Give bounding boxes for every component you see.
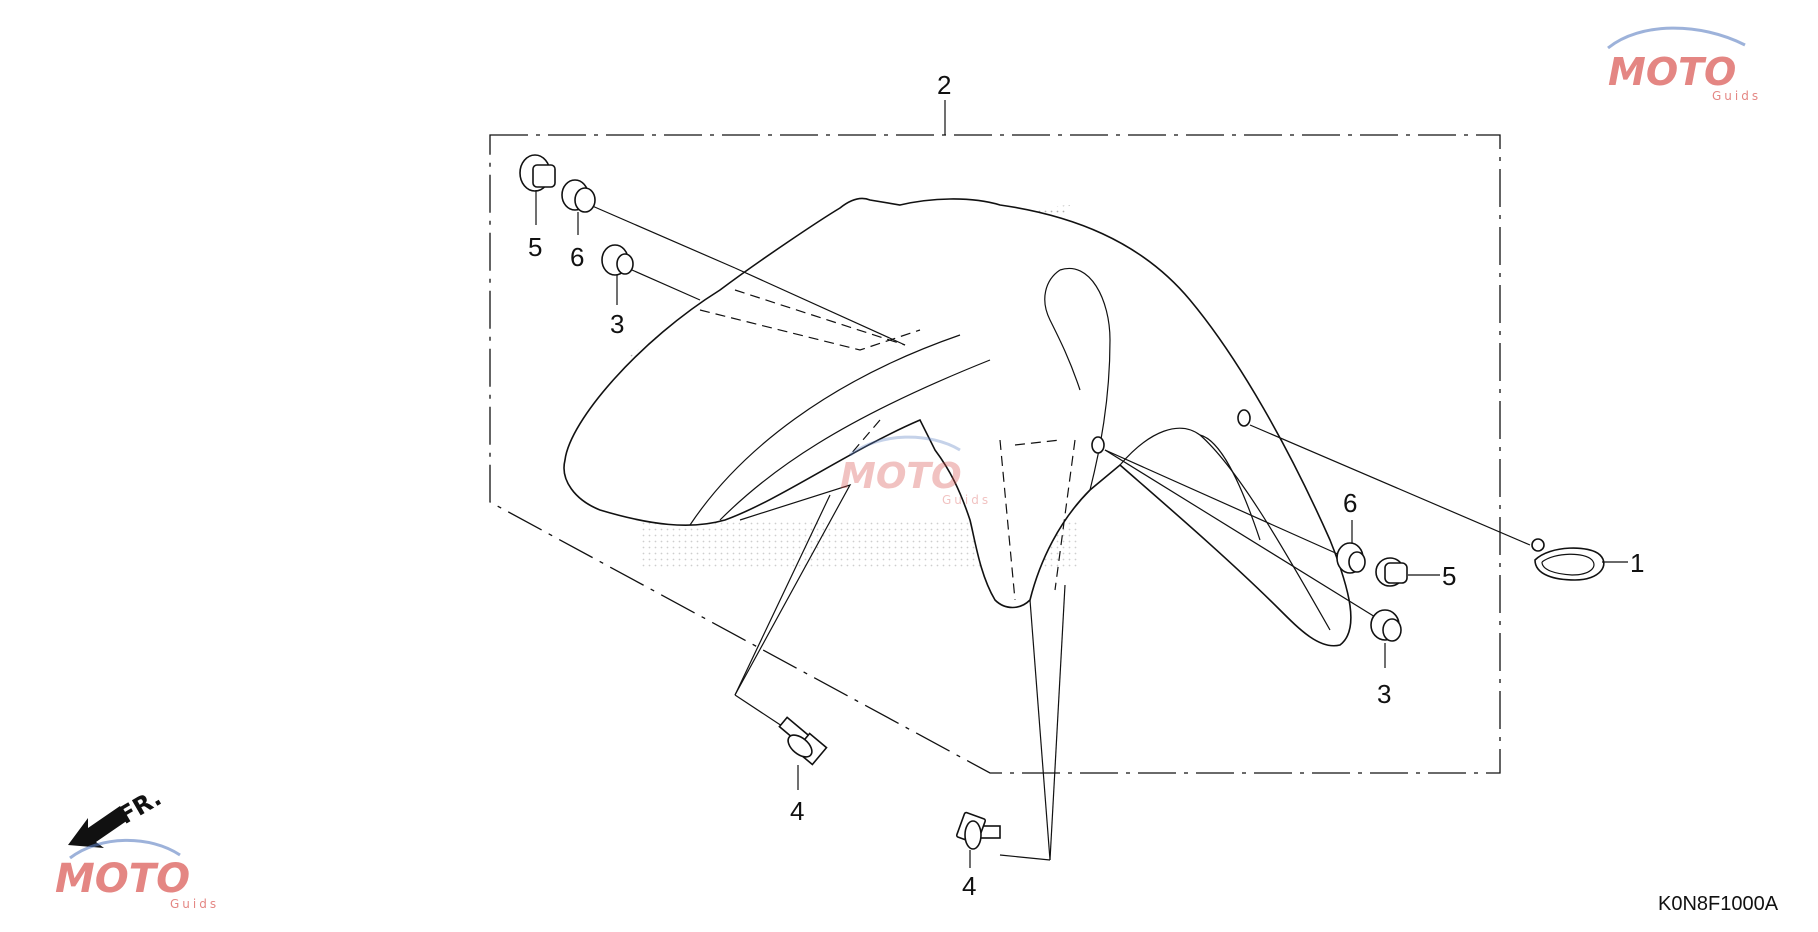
front-direction-indicator: FR. [68, 783, 166, 848]
watermark-top-right: MOTO Guids [1607, 26, 1761, 103]
watermark-center-sub: Guids [942, 493, 991, 507]
watermark-logo-text: MOTO [1608, 50, 1736, 94]
callout-4-lower: 4 [962, 871, 976, 901]
callout-1: 1 [1630, 548, 1644, 578]
callout-4-upper: 4 [790, 796, 804, 826]
part-3-lower-grommet [1370, 609, 1402, 668]
part-4-upper-bolt [778, 716, 828, 790]
part-6-upper-collar [561, 179, 596, 235]
part-1-hose-clamp [1531, 538, 1628, 581]
watermark-center: MOTO Guids [840, 435, 991, 507]
leader-lines [589, 204, 1531, 861]
front-fender [563, 197, 1352, 647]
callout-2: 2 [937, 70, 951, 100]
watermark-bottom-sub: Guids [170, 897, 219, 911]
callout-3-lower: 3 [1377, 679, 1391, 709]
part-4-lower-bolt [955, 811, 1001, 868]
callout-5-upper: 5 [528, 232, 542, 262]
watermark-bottom-left: MOTO Guids [55, 838, 219, 911]
front-arrow-icon [68, 806, 128, 848]
part-6-lower-collar [1336, 520, 1366, 574]
watermark-logo-sub: Guids [1712, 89, 1761, 103]
watermark-center-text: MOTO [840, 456, 962, 497]
callouts: 2 5 6 3 6 5 3 1 4 4 [528, 70, 1644, 901]
assembly-frame [489, 100, 1501, 774]
watermark-bottom-text: MOTO [55, 856, 190, 902]
callout-5-lower: 5 [1442, 561, 1456, 591]
callout-3-upper: 3 [610, 309, 624, 339]
callout-6-lower: 6 [1343, 488, 1357, 518]
hidden-lines [699, 289, 1076, 601]
diagram-code: K0N8F1000A [1658, 893, 1779, 915]
part-5-upper-grommet [519, 154, 556, 225]
part-3-upper-grommet [601, 244, 634, 305]
part-5-lower-grommet [1375, 557, 1440, 587]
callout-6-upper: 6 [570, 242, 584, 272]
